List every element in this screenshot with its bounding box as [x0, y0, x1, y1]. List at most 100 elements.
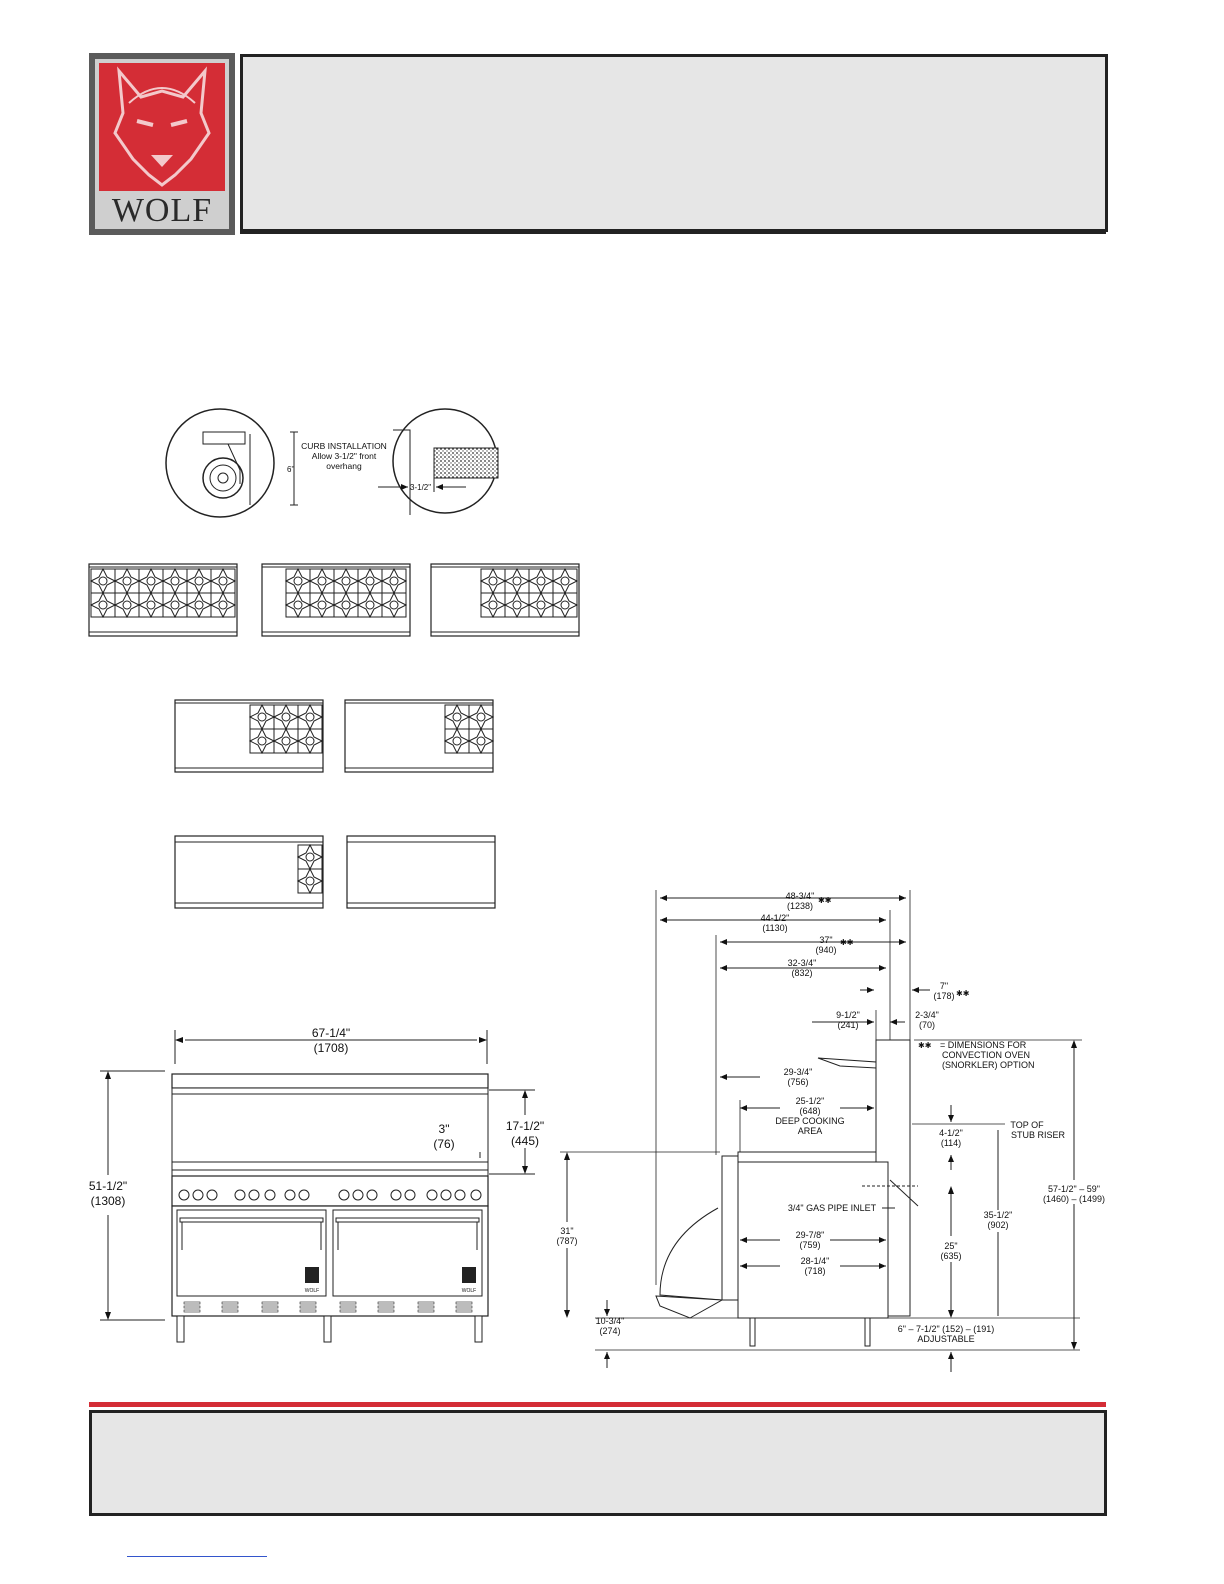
front-view: 67-1/4" (1708) 51-1/2" (1308) WOLF WOLF: [89, 1026, 544, 1343]
dim-57-1-2-mm: (1460) – (1499): [1043, 1194, 1105, 1204]
dim-48-3-4-mm: (1238): [787, 901, 813, 911]
vent-slot: [261, 1305, 279, 1309]
vent-slot: [183, 1305, 201, 1309]
control-knob-icon: [440, 1189, 452, 1201]
front-width-label: 67-1/4": [312, 1026, 350, 1040]
control-knob-icon: [178, 1189, 190, 1201]
vent-slot: [299, 1309, 317, 1313]
vent-slot: [183, 1301, 201, 1305]
dim-29-3-4: 29-3/4": [784, 1067, 813, 1077]
control-knob-icon: [284, 1189, 296, 1201]
vent-slot: [417, 1305, 435, 1309]
control-knob-icon: [470, 1189, 482, 1201]
dim-25-1-2-mm: (648): [799, 1106, 820, 1116]
dim-28-1-4: 28-1/4": [801, 1256, 830, 1266]
dim-37-mm: (940): [815, 945, 836, 955]
control-knob-icon: [192, 1189, 204, 1201]
vent-slot: [339, 1305, 357, 1309]
dim-7-mm: (178): [933, 991, 954, 1001]
top-of-1: TOP OF: [1010, 1120, 1044, 1130]
vent-slot: [455, 1309, 473, 1313]
star-4: ✱✱: [918, 1041, 932, 1050]
vent-slot: [221, 1309, 239, 1313]
star-2: ✱✱: [840, 938, 854, 947]
wolf-head-icon: [113, 66, 211, 187]
star-3: ✱✱: [956, 989, 970, 998]
caster-detail: 6" CURB INSTALLATION Allow 3-1/2" front …: [165, 408, 499, 518]
wolf-logo: WOLF: [89, 53, 235, 235]
logo-red-panel: [99, 63, 225, 191]
vent-slot: [261, 1301, 279, 1305]
dim-9-1-2: 9-1/2": [836, 1010, 860, 1020]
dim-48-3-4: 48-3/4": [786, 891, 815, 901]
deep-cooking-2: AREA: [798, 1126, 823, 1136]
dim-29-7-8-mm: (759): [799, 1240, 820, 1250]
bottom-link-underline[interactable]: [127, 1556, 267, 1557]
vent-slot: [261, 1309, 279, 1313]
dim-7: 7": [940, 981, 948, 991]
note-line-3: (SNORKLER) OPTION: [942, 1060, 1035, 1070]
dim-10-3-4: 10-3/4": [596, 1316, 625, 1326]
dim-29-7-8: 29-7/8": [796, 1230, 825, 1240]
dim-35-1-2: 35-1/2": [984, 1210, 1013, 1220]
footer-red-rule: [89, 1402, 1106, 1407]
dim-31-mm: (787): [556, 1236, 577, 1246]
note-line-2: CONVECTION OVEN: [942, 1050, 1030, 1060]
footer-box: [89, 1410, 1107, 1516]
dim-2-3-4: 2-3/4": [915, 1010, 939, 1020]
dim-37: 37": [819, 935, 832, 945]
curb-title: CURB INSTALLATION: [301, 441, 387, 451]
control-knob-icon: [338, 1189, 350, 1201]
vent-slot: [221, 1301, 239, 1305]
dim-44-1-2-mm: (1130): [762, 923, 787, 933]
vent-slot: [417, 1301, 435, 1305]
vent-slot: [299, 1301, 317, 1305]
vent-slot: [339, 1301, 357, 1305]
door-brand-right: WOLF: [462, 1288, 476, 1294]
control-knob-icon: [366, 1189, 378, 1201]
dim-10-3-4-mm: (274): [599, 1326, 620, 1336]
dim-9-1-2-mm: (241): [837, 1020, 858, 1030]
vent-slot: [417, 1309, 435, 1313]
caster-height-label: 6": [287, 465, 294, 474]
star-1: ✱✱: [818, 896, 832, 905]
front-height-mm: (1308): [91, 1194, 126, 1208]
dim-25-1-2: 25-1/2": [796, 1096, 825, 1106]
side-view: 48-3/4" (1238) ✱✱ 44-1/2" (1130) 37" (94…: [556, 890, 1105, 1372]
header-rule: [240, 232, 1106, 234]
control-knob-icon: [234, 1189, 246, 1201]
logo-wordmark: WOLF: [111, 192, 213, 229]
dim-44-1-2: 44-1/2": [761, 913, 790, 923]
dim-25-mm: (635): [940, 1251, 961, 1261]
control-knob-icon: [390, 1189, 402, 1201]
control-knob-icon: [206, 1189, 218, 1201]
riser-label: 17-1/2": [506, 1119, 544, 1133]
logo-plate: WOLF: [95, 59, 229, 229]
dim-31: 31": [560, 1226, 573, 1236]
vent-slot: [183, 1309, 201, 1313]
ledge-mm: (76): [433, 1137, 454, 1151]
control-knob-icon: [454, 1189, 466, 1201]
vent-slot: [377, 1301, 395, 1305]
control-knob-icon: [426, 1189, 438, 1201]
front-height-label: 51-1/2": [89, 1179, 127, 1193]
control-knob-icon: [248, 1189, 260, 1201]
vent-slot: [221, 1305, 239, 1309]
ledge-label: 3": [439, 1122, 450, 1136]
overhang-label: 3-1/2": [410, 483, 431, 492]
dim-32-3-4-mm: (832): [791, 968, 812, 978]
riser-mm: (445): [511, 1134, 539, 1148]
dim-2-3-4-mm: (70): [919, 1020, 935, 1030]
adjustable-range: 6" – 7-1/2" (152) – (191): [898, 1324, 994, 1334]
control-knob-icon: [298, 1189, 310, 1201]
curb-line-2: Allow 3-1/2" front: [312, 451, 377, 461]
adjustable-label: ADJUSTABLE: [917, 1334, 974, 1344]
vent-slot: [377, 1305, 395, 1309]
control-knob-icon: [352, 1189, 364, 1201]
door-brand-left: WOLF: [305, 1288, 319, 1294]
dim-57-1-2: 57-1/2" – 59": [1048, 1184, 1100, 1194]
dim-4-1-2-mm: (114): [941, 1138, 961, 1148]
dim-28-1-4-mm: (718): [804, 1266, 825, 1276]
stub-riser: STUB RISER: [1011, 1130, 1066, 1140]
vent-slot: [455, 1305, 473, 1309]
